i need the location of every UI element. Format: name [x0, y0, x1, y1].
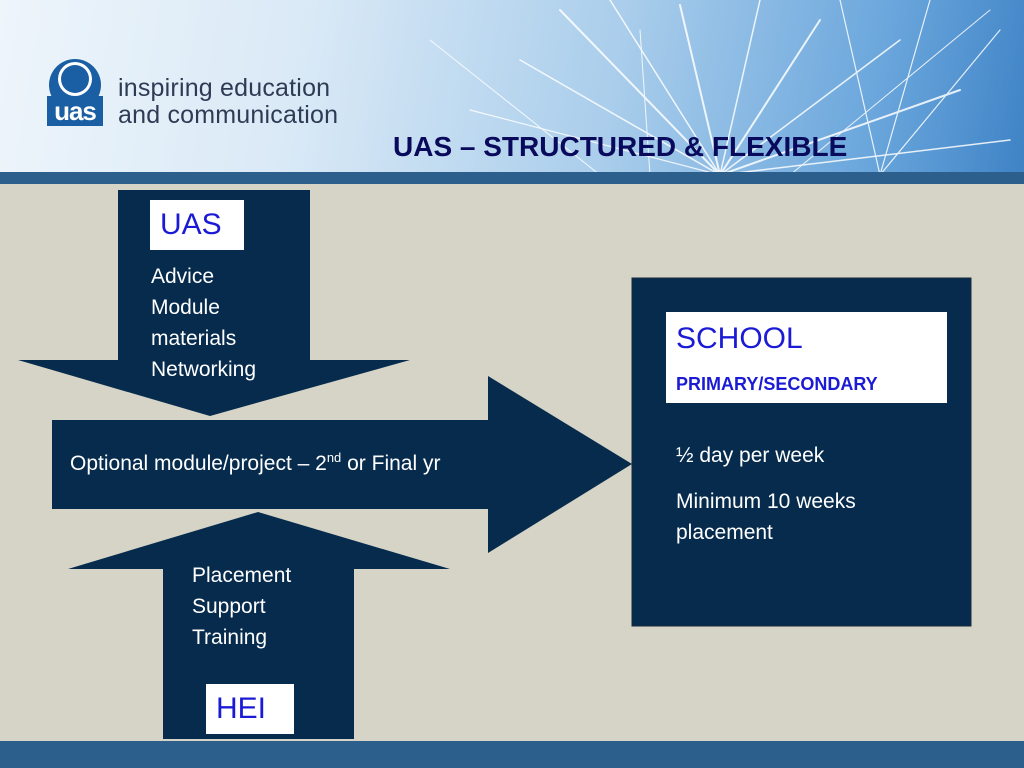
- school-subtitle: PRIMARY/SECONDARY: [676, 374, 878, 394]
- uas-item: Networking: [151, 358, 257, 381]
- tagline-line-2: and communication: [118, 101, 339, 129]
- school-line-2: Minimum 10 weeks: [676, 490, 856, 513]
- sparkle-background: [429, 0, 1011, 172]
- hei-label: HEI: [216, 692, 267, 725]
- center-arrow-text: Optional module/project – 2nd or Final y…: [70, 450, 440, 476]
- header-banner: uas inspiring education and communicatio…: [0, 0, 1024, 172]
- uas-label: UAS: [160, 208, 222, 241]
- uas-item: materials: [151, 327, 237, 350]
- hei-label-box: HEI: [206, 684, 294, 734]
- tagline-line-1: inspiring education: [118, 74, 331, 102]
- hei-item: Placement: [192, 564, 292, 587]
- footer-band: [0, 741, 1024, 768]
- uas-label-box: UAS: [150, 200, 244, 250]
- school-label-box: SCHOOL PRIMARY/SECONDARY: [666, 312, 947, 403]
- hei-up-arrow: [68, 512, 450, 739]
- center-text-before: Optional module/project – 2: [70, 452, 327, 475]
- logo-text: uas: [47, 96, 103, 126]
- hei-item: Support: [192, 595, 266, 618]
- school-title: SCHOOL: [676, 322, 803, 355]
- school-details: ½ day per week Minimum 10 weeks placemen…: [676, 440, 856, 548]
- uas-item: Module: [151, 296, 220, 319]
- hei-items: Placement Support Training: [192, 560, 291, 653]
- center-right-arrow: [52, 376, 632, 553]
- school-line-1: ½ day per week: [676, 444, 825, 467]
- uas-down-arrow: [18, 190, 410, 416]
- center-text-after: or Final yr: [341, 452, 441, 475]
- center-superscript: nd: [326, 450, 342, 465]
- school-line-3: placement: [676, 521, 773, 544]
- header-divider: [0, 172, 1024, 184]
- uas-items: Advice Module materials Networking: [151, 261, 256, 385]
- uas-item: Advice: [151, 265, 215, 288]
- page-title: UAS – STRUCTURED & FLEXIBLE: [393, 131, 848, 162]
- hei-item: Training: [192, 626, 268, 649]
